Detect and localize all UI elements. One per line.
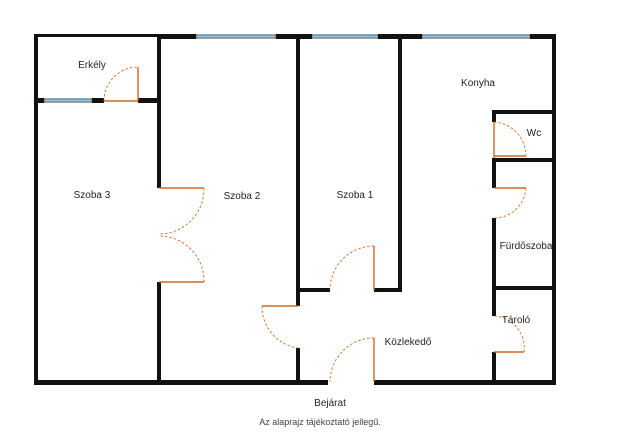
balcony-bottom-right — [138, 98, 161, 103]
disclaimer-caption: Az alaprajz tájékoztató jellegű. — [259, 417, 381, 427]
walls — [34, 34, 556, 385]
label-kozlekedo: Közlekedő — [385, 337, 432, 348]
wall-szoba3-szoba2-bottom — [157, 282, 161, 384]
window-balcony — [43, 98, 93, 103]
szoba1-bottom-wall-right — [374, 288, 402, 292]
outer-wall-right — [552, 34, 556, 385]
door-balcony — [103, 66, 139, 102]
storage-left-wall-2 — [492, 352, 496, 384]
outer-wall-left — [34, 34, 38, 385]
window-konyha — [421, 34, 531, 39]
label-erkely: Erkély — [78, 60, 106, 71]
wall-szoba2-hall-lower — [296, 348, 300, 384]
door-szoba3-szoba2 — [158, 187, 205, 283]
outer-wall-bottom-left — [34, 380, 328, 385]
balcony-top-wall — [34, 34, 160, 37]
label-konyha: Konyha — [461, 78, 495, 89]
top-wall-seg-2 — [276, 34, 312, 39]
outer-wall-bottom-right — [374, 380, 556, 385]
wall-szoba2-szoba1 — [296, 34, 300, 306]
door-entrance — [329, 337, 375, 383]
top-wall-seg-4 — [530, 34, 556, 39]
wc-top-wall — [492, 110, 556, 114]
door-szoba1 — [329, 245, 375, 291]
label-tarolo: Tároló — [502, 315, 531, 326]
window-szoba1 — [311, 34, 379, 39]
szoba1-bottom-wall-left — [296, 288, 330, 292]
service-left-wall-1 — [492, 158, 496, 188]
label-szoba1: Szoba 1 — [337, 190, 374, 201]
service-left-wall-2 — [492, 218, 496, 288]
windows — [43, 34, 531, 103]
balcony-bottom-mid — [92, 98, 104, 103]
label-furdoszoba: Fürdőszoba — [500, 241, 553, 252]
window-szoba2 — [195, 34, 277, 39]
label-wc: Wc — [527, 128, 541, 139]
wc-left-wall — [492, 110, 496, 122]
label-szoba2: Szoba 2 — [224, 191, 261, 202]
door-szoba2 — [261, 305, 299, 349]
balcony-right-wall — [157, 34, 161, 104]
wall-szoba1-konyha — [398, 34, 402, 292]
entrance-label: Bejárat — [314, 398, 346, 409]
balcony-bottom-left — [34, 98, 44, 103]
wall-szoba3-szoba2-top — [157, 98, 161, 188]
door-storage — [493, 315, 525, 353]
room-labels: Erkély Szoba 3 Szoba 2 Szoba 1 Konyha Wc… — [74, 60, 553, 348]
bath-bottom-wall — [492, 286, 556, 290]
storage-left-wall-1 — [492, 286, 496, 316]
doors — [103, 66, 527, 383]
wc-bottom-wall — [492, 158, 556, 162]
top-wall-seg-1 — [160, 34, 196, 39]
label-szoba3: Szoba 3 — [74, 190, 111, 201]
door-bathroom — [493, 187, 527, 219]
door-wc — [493, 121, 527, 158]
